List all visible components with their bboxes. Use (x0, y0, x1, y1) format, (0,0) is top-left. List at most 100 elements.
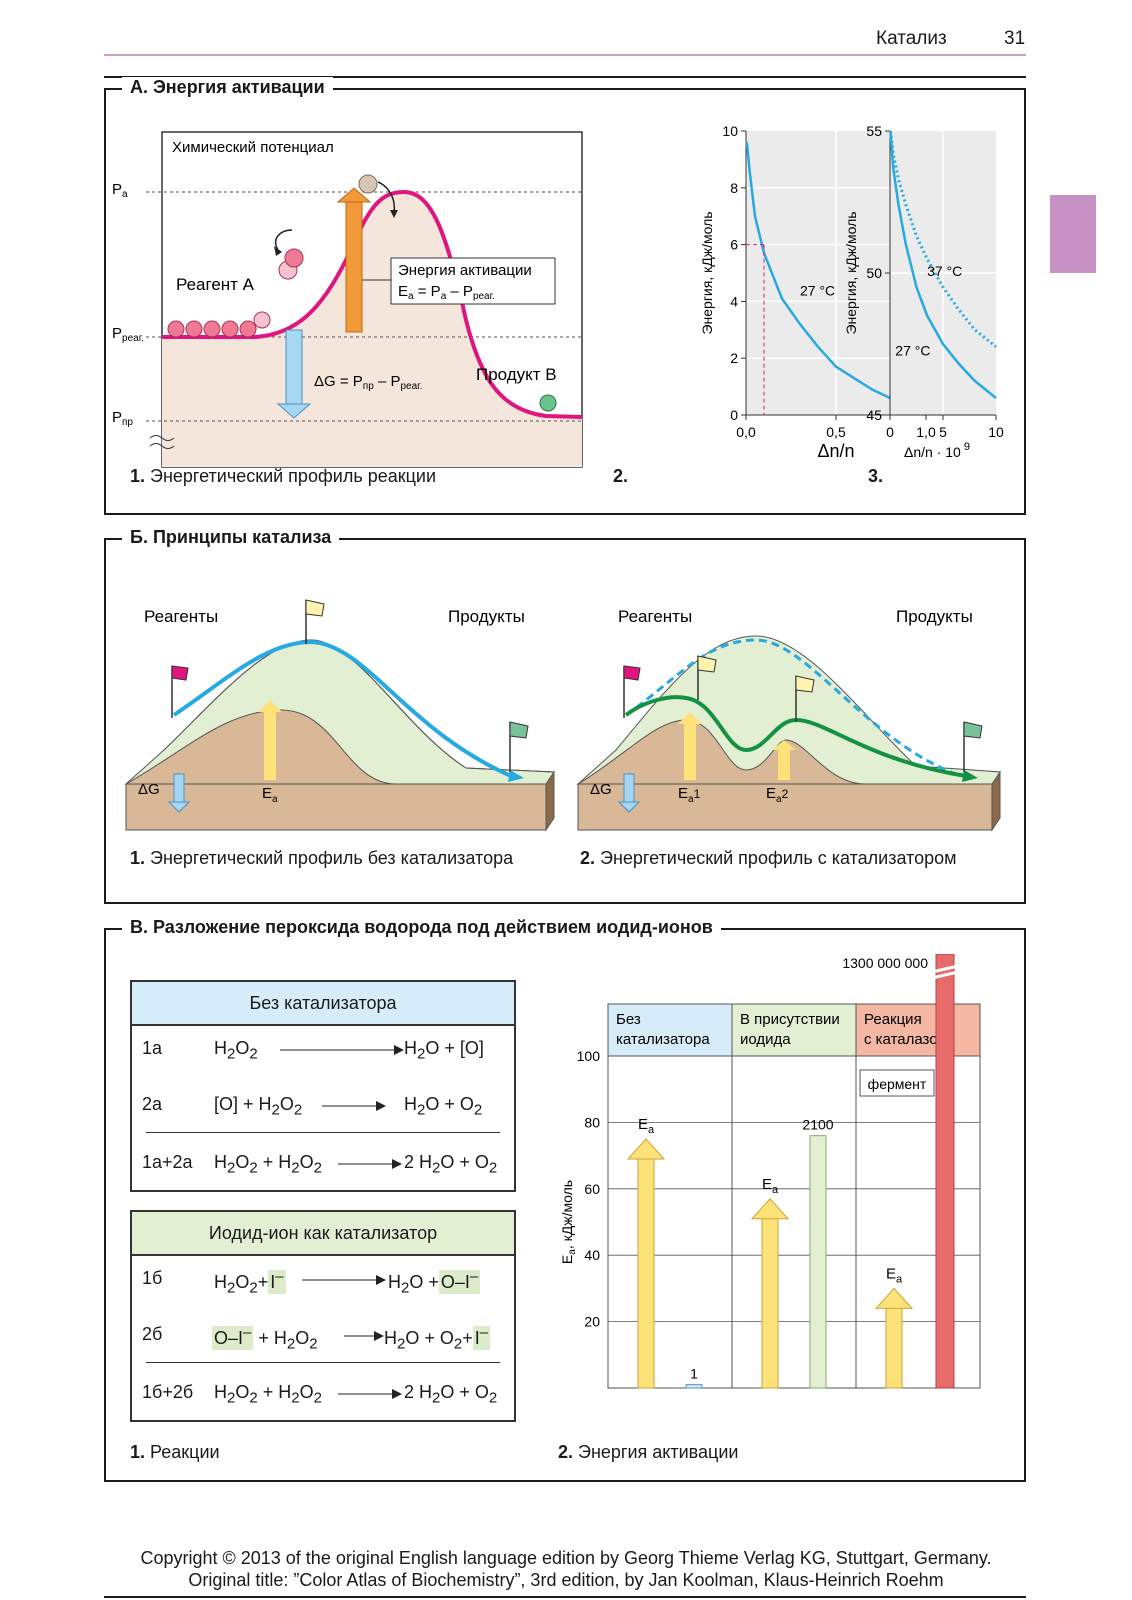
y-tick-label: 40 (584, 1247, 600, 1263)
preag-label: Pреаг. (112, 325, 144, 344)
ea2-label: Ea2 (766, 785, 789, 805)
panel-a-caption-1: 1. Энергетический профиль реакции (130, 466, 437, 486)
ea-arrow-shaft (885, 1305, 903, 1389)
y-tick-label: 50 (866, 265, 882, 281)
y-tick-label: 60 (584, 1181, 600, 1197)
catalysis-landscape-diagrams: Реагенты Продукты Реагенты Продукты ΔG E… (124, 599, 1001, 832)
table-iodide-head: Иодид-ион как катализатор (132, 1212, 514, 1256)
reaction-row-1a2a: 1a+2a H2O2 + H2O2 2 H2O + O2 (142, 1152, 498, 1177)
dg-arrow-shaft (285, 329, 303, 405)
end-flag-left (509, 721, 529, 739)
reagent-a-label: Реагент A (176, 275, 255, 294)
dg-arrow-head (276, 403, 312, 419)
table-uncatalyzed-head: Без катализатора (132, 982, 514, 1026)
rate-bar-break (931, 964, 959, 980)
ea-arrow-shaft (345, 201, 363, 333)
left-products-label: Продукты (448, 607, 525, 626)
x-tick-label: 0,5 (826, 424, 846, 440)
ppr-label: Pпр (112, 409, 133, 428)
column-header-0 (607, 1003, 733, 1057)
panel-c-title: В. Разложение пероксида водорода под дей… (122, 917, 721, 938)
panel-c-caption-2: 2. Энергия активации (558, 1442, 739, 1462)
y-tick-label: 20 (584, 1314, 600, 1330)
table-uncatalyzed: Без катализатора 1a H2O2 H2O + [O] 2a [O… (130, 980, 516, 1192)
reaction-row-1b: 1б H2O2+I– H2O +O–I– (142, 1268, 481, 1297)
ea2-arrow (772, 740, 796, 750)
chapter-tab (1050, 195, 1096, 273)
reaction-row-1b2b: 1б+2б H2O2 + H2O2 2 H2O + O2 (142, 1382, 498, 1407)
catalyzed-path (624, 695, 967, 778)
y-tick-label: 100 (577, 1048, 601, 1064)
reaction-row-2a: 2a [O] + H2O2 H2O + O2 (142, 1094, 483, 1119)
panel-a-caption-2: 2. (613, 466, 629, 486)
rate-bar-catalase (935, 954, 955, 1389)
y-tick-label: 4 (730, 293, 738, 309)
rotation-arrow-right (377, 181, 396, 213)
start-flag-right (623, 665, 641, 681)
header-chapter: Катализ (876, 28, 947, 49)
panel-catalysis-principles: Б. Принципы катализа (104, 527, 1026, 904)
y-tick-label: 0 (730, 407, 738, 423)
intermediate-flag-2 (795, 675, 815, 693)
reaction-row-1a: 1a H2O2 H2O + [O] (142, 1038, 484, 1063)
panel-c-caption-1: 1. Реакции (130, 1442, 220, 1462)
column-header-1 (731, 1003, 857, 1057)
rate-bar-value: 2100 (802, 1117, 833, 1133)
ea-arrow-shaft (637, 1156, 655, 1389)
panel-b-caption-1: 1. Энергетический профиль без катализато… (130, 848, 514, 868)
panel-activation-energy: А. Энергия активации (104, 77, 1026, 515)
copyright-line: Copyright © 2013 of the original English… (140, 1548, 992, 1568)
profile-fill (162, 192, 582, 467)
left-dg-label: ΔG (138, 781, 160, 798)
column-header-line1: В присутствии (740, 1011, 840, 1028)
x-tick-label: 0 (886, 424, 894, 440)
y-axis-label: Ea, кДж/моль (559, 1180, 578, 1264)
y-tick-label: 2 (730, 350, 738, 366)
column-header-line2: катализатора (616, 1031, 710, 1048)
ea-arrow-head (750, 1198, 790, 1220)
header-rule (104, 54, 1026, 56)
uncatalyzed-path (172, 639, 512, 778)
rate-bar-1 (809, 1135, 827, 1389)
enzyme-callout-box (859, 1069, 935, 1097)
start-flag-left (171, 665, 189, 681)
ea1-label: Ea1 (678, 785, 701, 805)
panel-a-caption-3: 3. (868, 466, 884, 486)
reaction-row-2b: 2б O–I– + H2O2 H2O + O2+I– (142, 1324, 491, 1353)
uncatalyzed-path-dashed (625, 638, 957, 776)
product-b-molecule (539, 394, 557, 412)
x-tick-label: 10 (988, 424, 1004, 440)
y-tick-label: 55 (866, 123, 882, 139)
x-tick-label: 1,0 (916, 424, 936, 440)
y-tick-label: 8 (730, 180, 738, 196)
table-iodide-catalyst: Иодид-ион как катализатор 1б H2O2+I– H2O… (130, 1210, 516, 1422)
ea-arrow-head (874, 1287, 914, 1309)
reagent-a-molecules (167, 248, 304, 338)
y-axis-label: Энергия, кДж/моль (699, 211, 715, 334)
end-flag-right (963, 721, 983, 739)
rate-bar-value: 1 (690, 1366, 698, 1382)
series-label: 27 °C (800, 283, 835, 299)
ea1-arrow (678, 712, 702, 724)
panel-b-title: Б. Принципы катализа (122, 527, 340, 548)
right-products-label: Продукты (896, 607, 973, 626)
intermediate-flag-1 (697, 655, 717, 673)
peak-flag-left (305, 599, 325, 617)
original-title-line: Original title: ”Color Atlas of Biochemi… (188, 1570, 944, 1590)
ea-arrow-shaft (761, 1216, 779, 1389)
x-tick-label: 0,0 (736, 424, 756, 440)
x-axis-label: Δn/n · 10 9 (904, 441, 970, 460)
ea-arrow-head (626, 1138, 666, 1160)
panel-a-title: А. Энергия активации (122, 77, 333, 98)
series-line (889, 130, 997, 399)
footer-rule (104, 1596, 1026, 1598)
rotation-arrow-left (274, 229, 293, 251)
bar-plot-area (607, 1055, 981, 1389)
y-tick-label: 6 (730, 237, 738, 253)
axis-break-mark (149, 435, 175, 449)
dg-formula: ΔG = Pпр – Pреаг. (314, 373, 422, 392)
right-reagents-label: Реагенты (618, 607, 692, 626)
x-tick-label: 5 (939, 424, 947, 440)
chemical-potential-label: Химический потенциал (172, 139, 334, 156)
